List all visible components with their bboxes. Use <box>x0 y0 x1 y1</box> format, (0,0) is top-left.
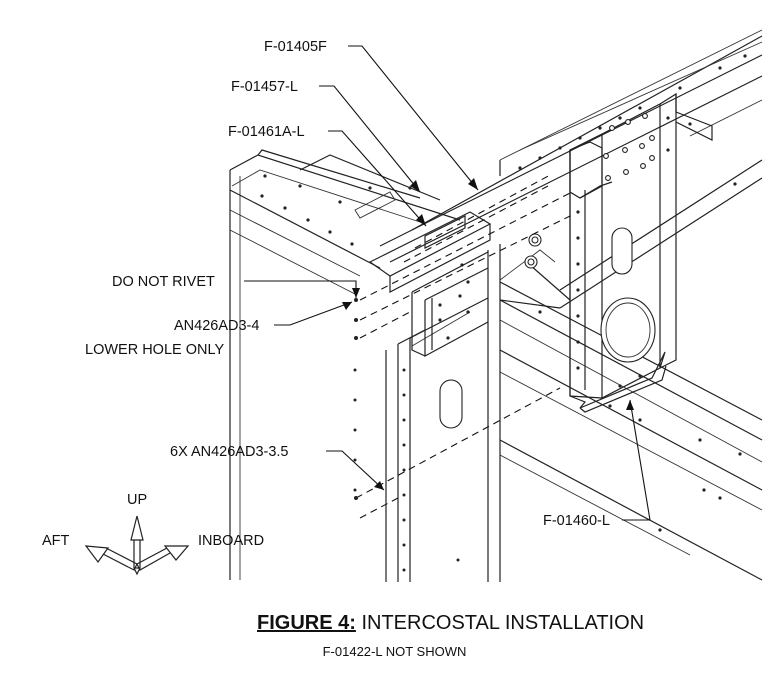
leader-an426-lower <box>274 301 353 326</box>
figure-number: FIGURE 4: <box>257 612 356 634</box>
callout-labels: F-01405F F-01457-L F-01461A-L DO NOT RIV… <box>85 39 610 529</box>
callout-f01405f: F-01405F <box>264 39 327 55</box>
intercostal-rivet-holes <box>603 113 655 181</box>
callout-f01461al: F-01461A-L <box>228 124 305 140</box>
upper-left-frame <box>229 149 461 580</box>
callout-f01457l: F-01457-L <box>231 79 298 95</box>
top-longeron-angle <box>379 29 763 263</box>
inboard-arrow-icon <box>136 545 190 571</box>
rivet-alignment-lines <box>355 173 573 519</box>
vertical-bulkhead-channel <box>353 244 501 582</box>
intercostal-f01460l <box>569 92 713 413</box>
figure-title-line: FIGURE 4: INTERCOSTAL INSTALLATION <box>257 612 644 635</box>
rivet-heads <box>354 298 358 500</box>
leader-f01460l <box>622 399 651 521</box>
callout-an426ad3-4: AN426AD3-4 <box>174 318 259 334</box>
orientation-inboard-label: INBOARD <box>198 533 264 549</box>
figure-caption: FIGURE 4: INTERCOSTAL INSTALLATION F-014… <box>0 612 765 672</box>
upper-bracket <box>368 211 492 357</box>
callout-6x-rivets: 6X AN426AD3-3.5 <box>170 444 289 460</box>
leader-f01461al <box>328 130 427 227</box>
figure-note: F-01422-L NOT SHOWN <box>322 644 467 659</box>
orientation-triad: UP AFT INBOARD <box>42 492 264 576</box>
leader-6x-rivets <box>326 450 385 491</box>
callout-f01460l: F-01460-L <box>543 513 610 529</box>
callout-do-not-rivet: DO NOT RIVET <box>112 274 215 290</box>
leader-do-not-rivet <box>244 280 357 298</box>
figure-title: INTERCOSTAL INSTALLATION <box>355 612 645 634</box>
aft-arrow-icon <box>84 545 138 571</box>
leader-lines <box>244 45 651 521</box>
leader-f01457l <box>319 85 421 193</box>
orientation-up-label: UP <box>127 492 147 508</box>
lower-right-structure <box>499 99 763 581</box>
bolt-heads <box>524 233 542 269</box>
up-arrow-icon <box>130 515 144 569</box>
leader-f01405f <box>348 45 479 191</box>
callout-lower-hole-only: LOWER HOLE ONLY <box>85 342 224 358</box>
orientation-aft-label: AFT <box>42 533 70 549</box>
